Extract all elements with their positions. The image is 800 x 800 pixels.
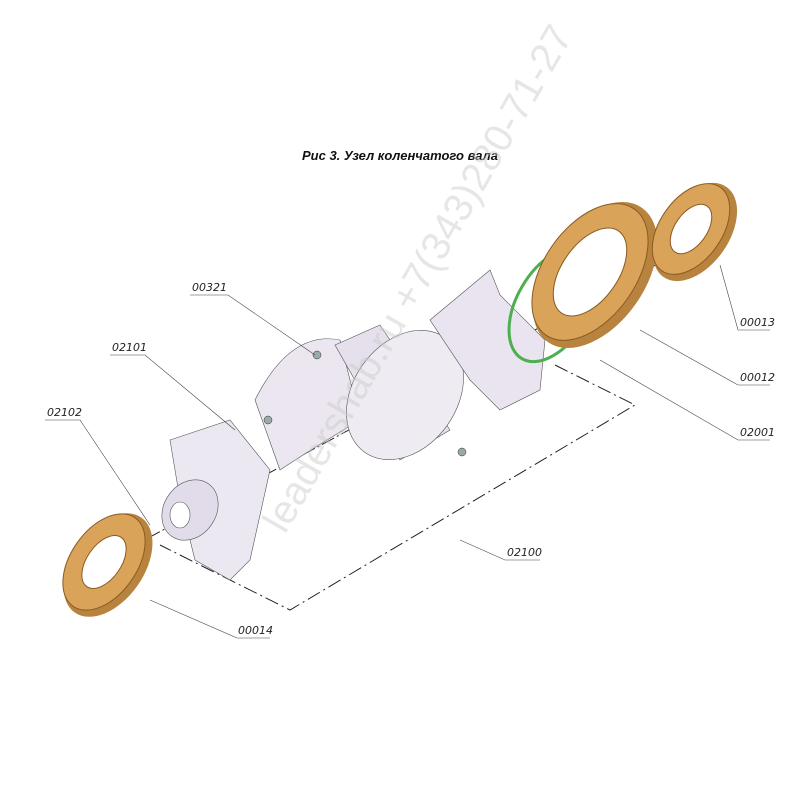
label-00321: 00321 (192, 281, 227, 294)
bolts-00321 (263, 350, 467, 457)
label-00014: 00014 (238, 624, 273, 637)
label-02101: 02101 (112, 341, 147, 354)
leader-lines (45, 264, 770, 639)
label-02100: 02100 (507, 546, 542, 559)
label-02001: 02001 (740, 426, 775, 439)
bearing-00014 (62, 513, 153, 617)
assembly-bracket (159, 364, 637, 611)
figure-title: Рис 3. Узел коленчатого вала (302, 148, 498, 163)
bearing-00013 (651, 182, 738, 282)
watermark: leadershab.ru +7(343)280-71-27 (255, 18, 582, 540)
label-02102: 02102 (47, 406, 82, 419)
bearing-00012 (531, 201, 658, 349)
label-00013: 00013 (740, 316, 775, 329)
label-00012: 00012 (740, 371, 775, 384)
